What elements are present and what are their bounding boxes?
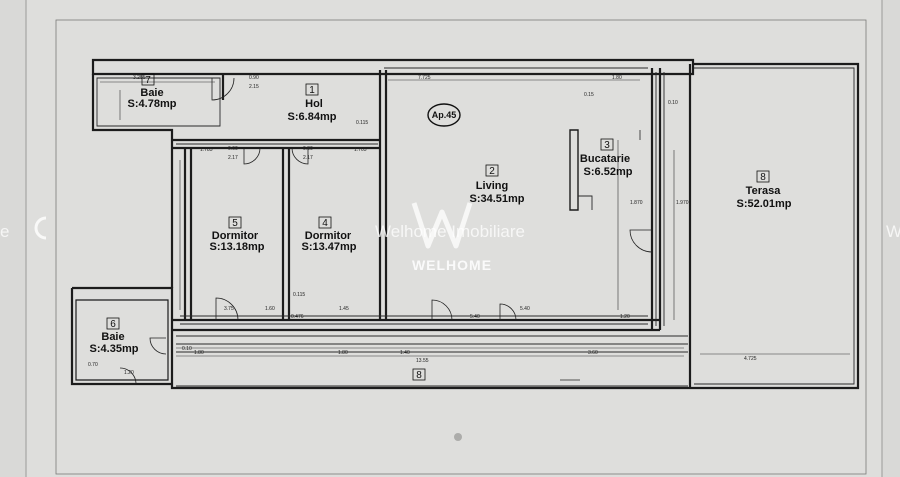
room-number: 3: [604, 140, 610, 151]
dim-label: 1.785: [200, 147, 213, 153]
room-area: S:6.52mp: [584, 166, 633, 178]
dimension-lines: [100, 79, 850, 357]
dim-label: 1.20: [124, 370, 134, 376]
watermark-word: WELHOME: [412, 257, 492, 273]
dim-label: 1.80: [338, 350, 348, 356]
room-label-terasa: 8 Terasa S:52.01mp: [736, 170, 792, 210]
room-label-living: 2 Living S:34.51mp: [469, 164, 525, 205]
dim-label: 1.40: [400, 350, 410, 356]
door-swings: [119, 77, 653, 385]
room-label-dormitor-5: 5 Dormitor S:13.18mp: [209, 216, 265, 253]
dim-label: 2.17: [303, 155, 313, 161]
dim-label: 1.705: [354, 147, 367, 153]
dimension-labels: 3.255 0.90 2.15 7.725 1.80 0.15 0.115 1.…: [88, 75, 757, 376]
watermark-brand: Welhome Imobiliare: [375, 222, 525, 241]
room-number: 2: [489, 166, 495, 177]
room-name: Baie: [140, 87, 163, 99]
room-name: Hol: [305, 98, 323, 110]
dim-label: 1.60: [265, 306, 275, 312]
watermark-edge-right: W: [886, 222, 900, 241]
room-name: Living: [476, 180, 508, 192]
room-name: Baie: [101, 331, 124, 343]
room-area: S:13.18mp: [209, 241, 264, 253]
dim-label: 3.255: [133, 75, 146, 81]
dim-label: 1.20: [620, 314, 630, 320]
room-area: S:4.35mp: [90, 343, 139, 355]
walls: [70, 58, 860, 390]
dim-label: 2.17: [228, 155, 238, 161]
dim-label: 0.90: [249, 75, 259, 81]
welhome-logo-icon: [411, 202, 473, 249]
dim-label: 1.870: [630, 200, 643, 206]
room-label-balcony: 8: [412, 368, 426, 381]
paper-smudge: [454, 433, 462, 441]
dim-label: 7.725: [418, 75, 431, 81]
dim-label: 0.10: [182, 346, 192, 352]
dim-label: 1.970: [676, 200, 689, 206]
dim-label: 1.45: [339, 306, 349, 312]
room-label-hol: 1 Hol S:6.84mp: [288, 83, 337, 123]
drawing-frame: [55, 19, 867, 475]
room-number: 5: [232, 218, 238, 229]
dim-label: 4.725: [744, 356, 757, 362]
room-area: S:52.01mp: [736, 198, 791, 210]
watermark-edge-left: e: [0, 222, 9, 241]
apartment-badge: Ap.45: [427, 103, 461, 127]
room-area: S:34.51mp: [469, 193, 524, 205]
watermark: Welhome Imobiliare WELHOME e W: [0, 202, 900, 273]
dim-label: 0.476: [291, 314, 304, 320]
dim-label: 3.75: [224, 306, 234, 312]
dim-label: 13.55: [416, 358, 429, 364]
apartment-label: Ap.45: [432, 110, 457, 120]
room-label-baie-6: 6 Baie S:4.35mp: [90, 317, 139, 355]
room-area: S:13.47mp: [301, 241, 356, 253]
room-number: 7: [145, 75, 151, 86]
room-name: Dormitor: [305, 230, 352, 242]
room-number: 8: [416, 370, 422, 381]
dim-label: 3.60: [588, 350, 598, 356]
room-number: 8: [760, 172, 766, 183]
room-area: S:4.78mp: [128, 98, 177, 110]
dim-label: 0.115: [293, 292, 305, 298]
dim-label: 0.15: [584, 92, 594, 98]
room-area: S:6.84mp: [288, 111, 337, 123]
dim-label: 0.80: [303, 146, 313, 152]
dim-label: 1.80: [194, 350, 204, 356]
dim-label: 0.115: [356, 120, 368, 126]
dim-label: 0.60: [228, 146, 238, 152]
room-name: Bucatarie: [580, 153, 630, 165]
dim-label: 2.15: [249, 84, 259, 90]
dim-label: 5.40: [520, 306, 530, 312]
dim-label: 0.10: [668, 100, 678, 106]
dim-label: 1.80: [612, 75, 622, 81]
room-number: 6: [110, 319, 116, 330]
dim-label: 5.40: [470, 314, 480, 320]
room-name: Terasa: [746, 185, 782, 197]
room-name: Dormitor: [212, 230, 259, 242]
room-number: 1: [309, 85, 315, 96]
room-number: 4: [322, 218, 328, 229]
room-label-dormitor-4: 4 Dormitor S:13.47mp: [301, 216, 357, 253]
dim-label: 0.70: [88, 362, 98, 368]
room-label-bucatarie: 3 Bucatarie S:6.52mp: [580, 138, 633, 178]
room-label-baie-7: 7 Baie S:4.78mp: [128, 73, 177, 110]
punch-mark: [34, 216, 47, 240]
